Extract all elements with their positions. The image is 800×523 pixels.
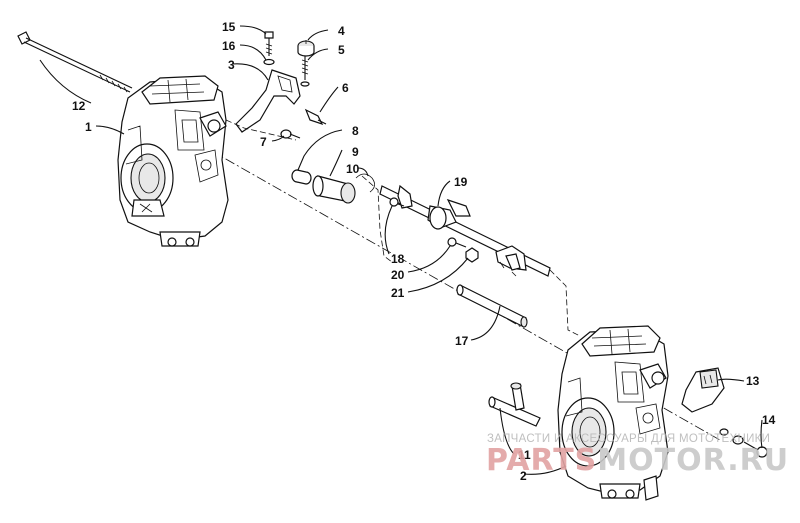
- callout-10: 10: [346, 162, 360, 176]
- callout-9: 9: [352, 145, 359, 159]
- carburetor-left: [117, 75, 229, 247]
- assembly-path-a: [361, 175, 393, 263]
- callout-21: 21: [391, 286, 405, 300]
- bushing-8: [291, 169, 312, 185]
- fitting-11: [488, 382, 541, 427]
- sensor-13: [681, 367, 725, 413]
- screw-18: [389, 197, 405, 207]
- callout-6: 6: [342, 81, 349, 95]
- callout-20: 20: [391, 268, 405, 282]
- callout-11: 11: [518, 448, 531, 462]
- callout-7: 7: [260, 135, 267, 149]
- callout-17: 17: [455, 334, 469, 348]
- callout-14: 14: [762, 413, 776, 427]
- watermark-motor: MOTOR.RU: [597, 443, 789, 478]
- assembly-path-b: [549, 269, 581, 337]
- knob-4: [297, 40, 315, 57]
- callout-16: 16: [222, 39, 236, 53]
- shaft-assembly: [379, 184, 551, 277]
- bracket-3: [235, 69, 301, 133]
- callout-12: 12: [72, 99, 86, 113]
- leader-lines: [39, 25, 763, 475]
- watermark-parts: PARTS: [486, 443, 597, 478]
- callout-1: 1: [85, 120, 92, 134]
- callout-18: 18: [391, 252, 405, 266]
- callout-8: 8: [352, 124, 359, 138]
- callout-15: 15: [222, 20, 236, 34]
- screw-15: [264, 31, 274, 56]
- washer-16: [263, 58, 275, 66]
- watermark-line2: PARTSMOTOR.RU: [486, 443, 789, 478]
- callout-4: 4: [338, 24, 345, 38]
- callout-5: 5: [338, 43, 345, 57]
- callout-19: 19: [454, 175, 468, 189]
- tube-17: [456, 284, 528, 328]
- callout-2: 2: [520, 469, 527, 483]
- screw-5: [300, 56, 310, 87]
- watermark: ЗАПЧАСТИ И АКСЕССУАРЫ ДЛЯ МОТОТЕХНИКИ PA…: [486, 433, 789, 478]
- watermark-line1: ЗАПЧАСТИ И АКСЕССУАРЫ ДЛЯ МОТОТЕХНИКИ: [487, 433, 770, 445]
- sleeve-9: [312, 175, 356, 204]
- callout-13: 13: [746, 374, 760, 388]
- callout-3: 3: [228, 58, 235, 72]
- long-screw-12: [17, 31, 133, 93]
- assembly-path-c: [225, 119, 297, 141]
- carburetor-right: [557, 325, 669, 501]
- screw-20: [447, 237, 467, 248]
- spring-10: [355, 173, 375, 193]
- screw-6: [304, 108, 327, 126]
- nut-21: [465, 247, 479, 263]
